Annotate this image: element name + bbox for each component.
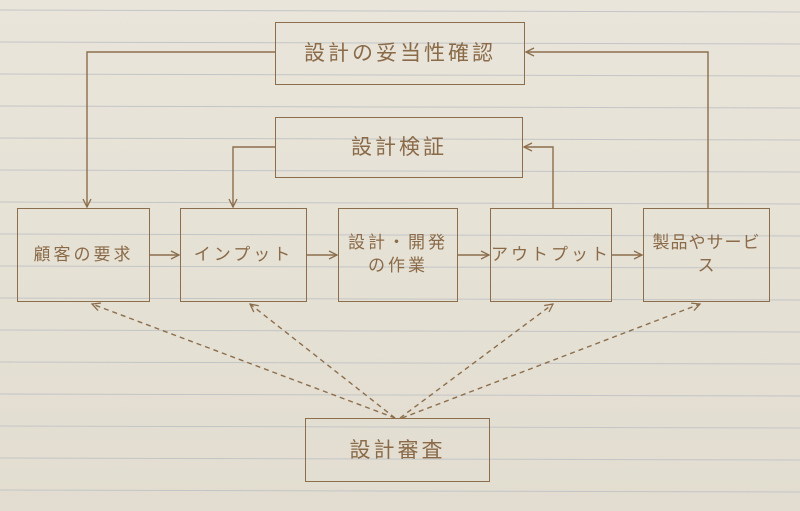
label-products: 製品やサービス <box>652 233 761 276</box>
label-design-work-1: 設計・開発 <box>348 233 448 254</box>
ruled-line <box>0 73 800 77</box>
dashed-review-to-output <box>399 304 553 419</box>
ruled-line <box>0 233 800 237</box>
box-customer-requirements: 顧客の要求 <box>17 208 150 302</box>
ruled-line <box>0 137 800 141</box>
box-design-review: 設計審査 <box>305 418 490 482</box>
ruled-line <box>0 41 800 45</box>
ruled-line <box>0 9 800 13</box>
ruled-line <box>0 297 800 301</box>
ruled-line <box>0 169 800 173</box>
ruled-line <box>0 393 800 397</box>
arrow-verification-to-input <box>233 146 275 207</box>
label-output: アウトプット <box>491 244 611 265</box>
box-design-validation: 設計の妥当性確認 <box>275 22 525 85</box>
label-design-verification: 設計検証 <box>351 135 447 160</box>
box-input: インプット <box>180 208 307 302</box>
arrow-validation-to-customer <box>87 51 275 207</box>
dashed-review-to-customer <box>92 304 396 419</box>
ruled-line <box>0 361 800 365</box>
ruled-line <box>0 425 800 429</box>
box-design-work: 設計・開発の作業 <box>338 208 458 302</box>
ruled-line <box>0 265 800 269</box>
box-products: 製品やサービス <box>643 208 770 302</box>
label-design-review: 設計審査 <box>349 437 446 462</box>
ruled-line <box>0 201 800 205</box>
ruled-line <box>0 489 800 493</box>
box-design-verification: 設計検証 <box>275 117 523 178</box>
ruled-line <box>0 329 800 333</box>
arrow-products-to-validation <box>526 52 709 208</box>
label-customer-requirements: 顧客の要求 <box>33 244 134 265</box>
label-design-validation: 設計の妥当性確認 <box>304 41 496 66</box>
dashed-review-to-input <box>250 304 396 419</box>
label-input: インプット <box>193 244 294 265</box>
label-design-work-2: の作業 <box>368 256 428 276</box>
ruled-line <box>0 457 800 461</box>
arrow-output-to-verification <box>524 147 554 208</box>
box-output: アウトプット <box>490 208 612 302</box>
dashed-review-to-products <box>401 304 700 419</box>
ruled-line <box>0 105 800 109</box>
